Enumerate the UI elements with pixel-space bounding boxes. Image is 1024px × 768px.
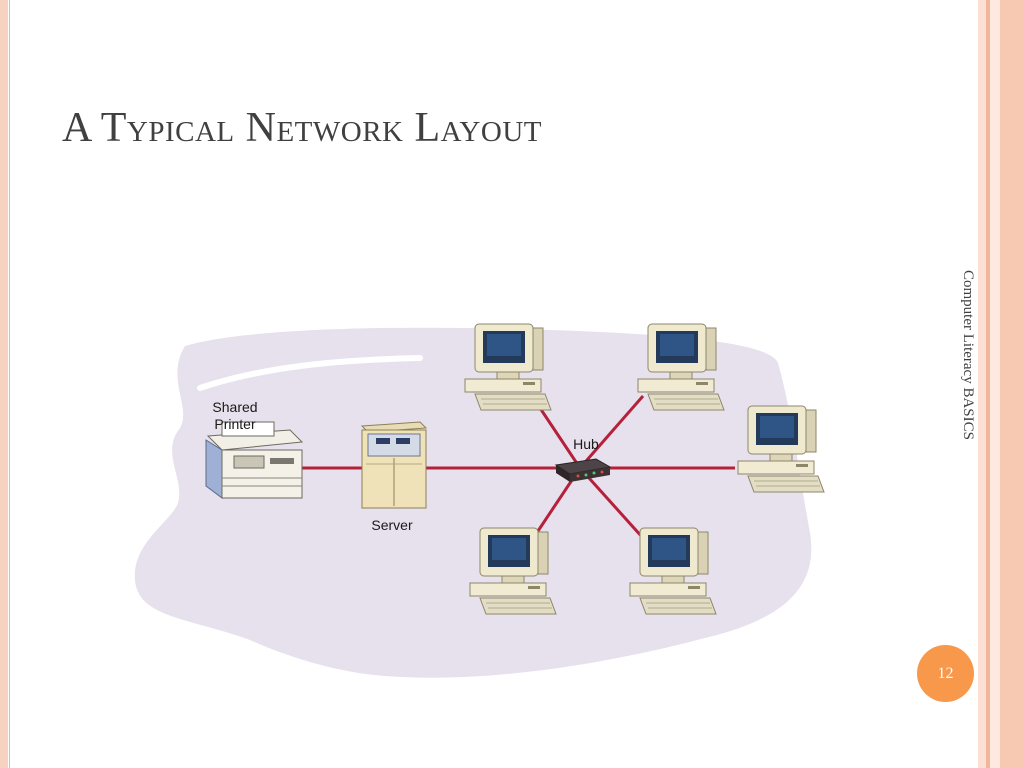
- blob-highlight: [197, 355, 423, 391]
- side-footer-text: Computer Literacy BASICS: [960, 270, 976, 440]
- workstation-top-right-icon: [637, 323, 725, 411]
- workstation-right-icon: [737, 405, 825, 493]
- left-decor-stripe: [0, 0, 8, 768]
- slide-title: A Typical Network Layout: [62, 105, 542, 151]
- printer-label-line1: Shared: [212, 399, 257, 415]
- hub-icon: [554, 458, 612, 482]
- right-decor-band-3: [990, 0, 1000, 768]
- right-decor-band-1: [978, 0, 986, 768]
- hub-label: Hub: [573, 436, 599, 452]
- left-decor-line: [9, 0, 10, 768]
- server-label: Server: [371, 517, 413, 533]
- server-icon: [360, 421, 428, 509]
- right-decor-band-4: [1000, 0, 1024, 768]
- right-decor-band-2: [986, 0, 990, 768]
- workstation-top-left-icon: [464, 323, 552, 411]
- workstation-bottom-left-icon: [469, 527, 557, 615]
- workstation-bottom-right-icon: [629, 527, 717, 615]
- printer-label-line2: Printer: [214, 416, 256, 432]
- network-diagram: Shared Printer Server Hub: [134, 323, 825, 678]
- page-number: 12: [937, 664, 954, 682]
- page-number-badge: 12: [917, 645, 974, 702]
- shared-printer-icon: [205, 421, 304, 499]
